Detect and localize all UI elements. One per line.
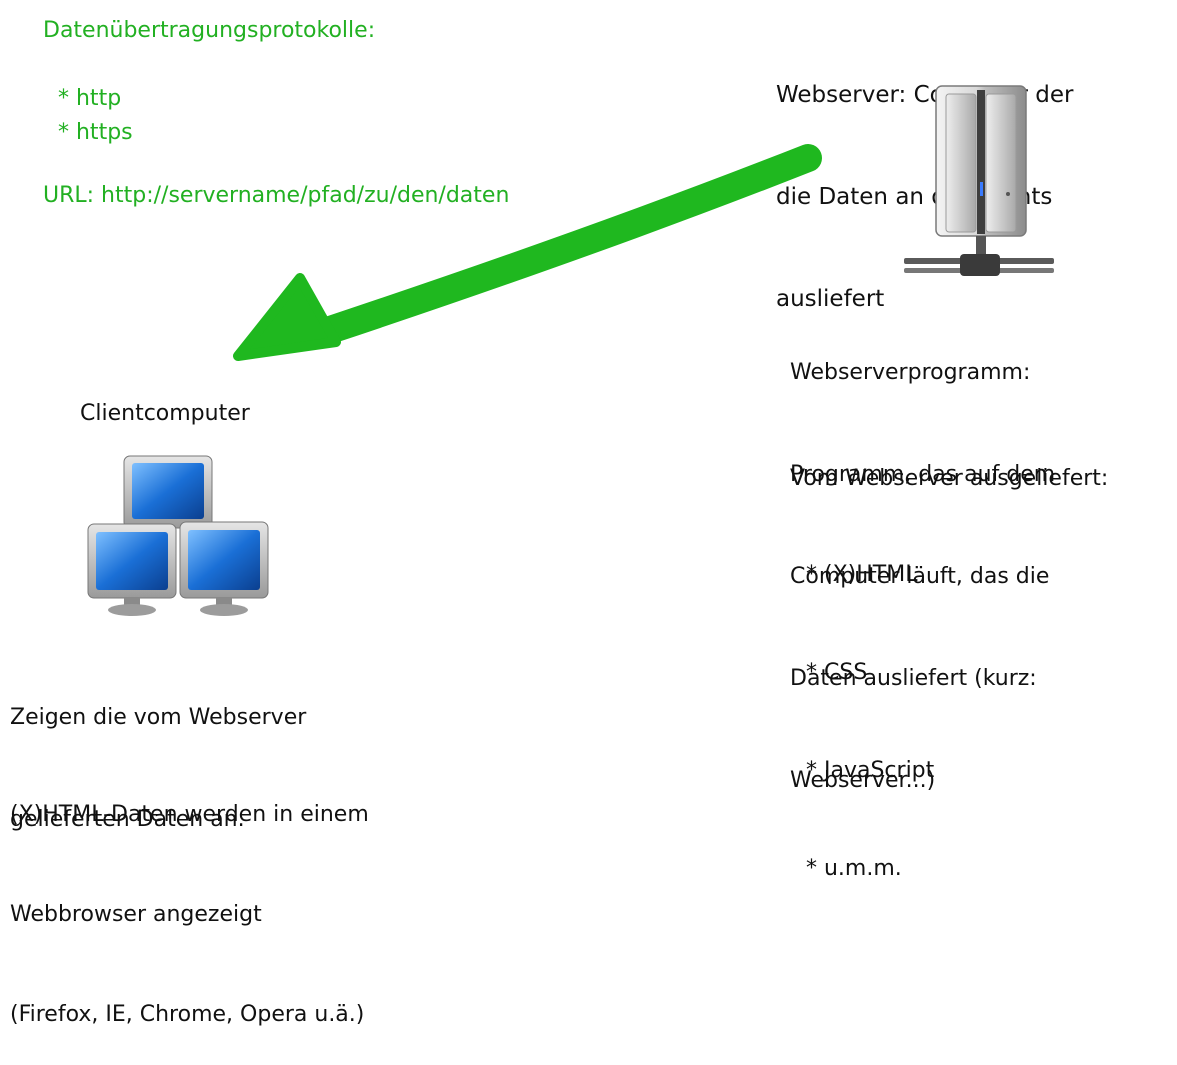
- client-description: Zeigen die vom Webserver gelieferten Dat…: [10, 633, 306, 871]
- webserverprogramm-line: Webserverprogramm:: [790, 360, 1031, 385]
- webserver-caption-line: ausliefert: [776, 286, 885, 312]
- browser-description: (X)HTML-Daten werden in einem Webbrowser…: [10, 731, 369, 1065]
- data-flow-arrow: [233, 144, 822, 361]
- browser-description-line: Webbrowser angezeigt: [10, 902, 262, 927]
- client-computers-icon: [87, 455, 269, 616]
- protocols-heading: Datenübertragungsprotokolle:: [43, 18, 376, 43]
- webserverprogramm-line: Computer läuft, das die: [790, 564, 1050, 589]
- client-description-line: Zeigen die vom Webserver: [10, 705, 307, 730]
- delivered-item: * CSS: [806, 660, 868, 685]
- url-line: URL: http://servername/pfad/zu/den/daten: [43, 183, 510, 208]
- delivered-item: * (X)HTML: [806, 562, 918, 587]
- webserverprogramm-line: Webserver...): [790, 768, 936, 793]
- delivered-item: * u.m.m.: [806, 856, 902, 881]
- client-label: Clientcomputer: [80, 401, 250, 426]
- client-description-line: gelieferten Daten an.: [10, 807, 245, 832]
- webserverprogramm-line: Daten ausliefert (kurz:: [790, 666, 1037, 691]
- browser-description-line: (X)HTML-Daten werden in einem: [10, 802, 369, 827]
- monitor-top: [123, 455, 213, 540]
- protocol-https: * https: [58, 120, 133, 145]
- delivered-item: * JavaScript: [806, 758, 935, 783]
- server-tower-icon: [904, 85, 1054, 276]
- delivered-heading: Vom Webserver ausgeliefert:: [790, 466, 1109, 491]
- webserverprogramm-text: Webserverprogramm: Programm, das auf dem…: [790, 288, 1055, 832]
- monitor-right: [179, 521, 269, 616]
- monitor-left: [87, 523, 177, 616]
- protocol-http: * http: [58, 86, 122, 111]
- browser-description-line: (Firefox, IE, Chrome, Opera u.ä.): [10, 1002, 365, 1027]
- webserverprogramm-line: Programm, das auf dem: [790, 462, 1056, 487]
